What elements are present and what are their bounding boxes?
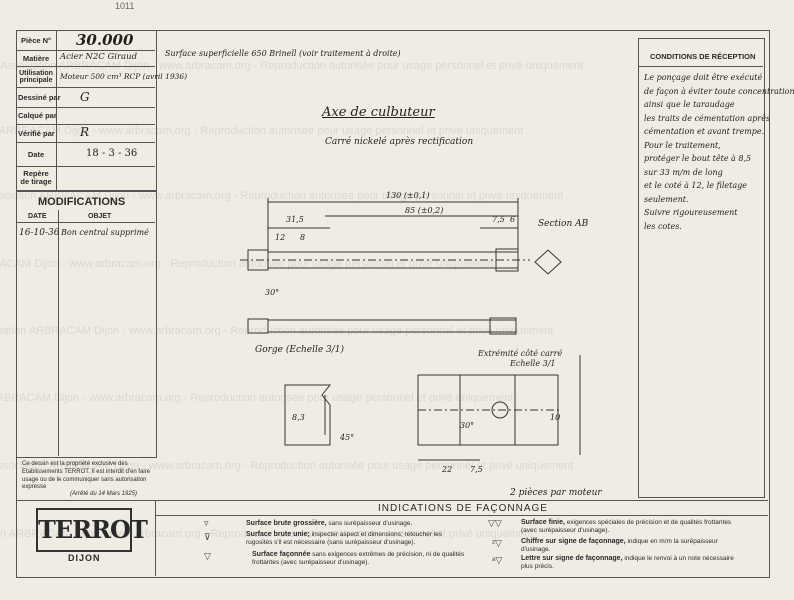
label-matiere: Matière <box>22 54 50 63</box>
reference-letter-icon: ᵃ▽ <box>492 555 503 565</box>
dim-45deg: 45° <box>339 433 354 442</box>
indication-1: Surface brute grossière, sans surépaisse… <box>246 520 413 527</box>
pieces-note: 2 pièces par moteur <box>509 487 602 498</box>
modification-date: 16-10-36 <box>19 228 60 238</box>
label-dessine: Dessiné par <box>18 93 61 102</box>
dim-7-5b: 7,5 <box>470 465 483 474</box>
modifications-block <box>16 190 157 458</box>
indication-5: Chiffre sur signe de façonnage, indique … <box>521 538 718 554</box>
dim-30deg-b: 30° <box>460 421 474 430</box>
drawing-title: Axe de culbuteur <box>322 105 435 120</box>
dim-12: 12 <box>275 233 285 242</box>
modifications-col-object: OBJET <box>88 213 112 220</box>
treatment-note: Surface superficielle 650 Brinell (voir … <box>165 49 401 58</box>
label-repere: Repère de tirage <box>20 169 52 186</box>
condition-line: protéger le bout tête à 8,5 <box>644 154 752 163</box>
drawing-subtitle: Carré nickelé après rectification <box>325 137 474 147</box>
plain-surface-icon: ⊽ <box>204 532 211 542</box>
condition-line: Pour le traitement, <box>644 140 721 150</box>
dim-31-5: 31,5 <box>286 215 304 224</box>
gorge-detail <box>284 384 332 446</box>
value-date: 18 - 3 - 36 <box>86 148 138 159</box>
indications-title: INDICATIONS DE FAÇONNAGE <box>378 503 548 514</box>
indication-2: Surface brute unie; inspecter aspect et … <box>246 531 443 547</box>
label-calque: Calqué par <box>18 111 57 120</box>
dim-8-3: 8,3 <box>292 413 305 422</box>
condition-line: sur 33 m/m de long <box>644 167 723 177</box>
gorge-label: Gorge (Echelle 3/1) <box>255 344 345 355</box>
condition-line: et le coté à 12, le filetage <box>644 181 747 190</box>
label-verifie: Vérifié par <box>18 129 55 138</box>
dim-22: 22 <box>441 465 452 474</box>
extremite-label: Extrémité côté carré <box>477 349 562 358</box>
dim-6: 6 <box>510 215 515 224</box>
condition-line: Le ponçage doit être exécuté <box>644 73 763 82</box>
value-piece: 30.000 <box>76 31 134 49</box>
condition-line: Suivre rigoureusement <box>644 208 738 217</box>
conditions-title: CONDITIONS DE RÉCEPTION <box>650 52 756 61</box>
condition-line: ainsi que le taraudage <box>644 100 735 109</box>
value-dessine: G <box>80 90 90 104</box>
dim-overall: 130 (±0,1) <box>386 191 429 200</box>
copyright-note: Ce dessin est la propriété exclusive des… <box>22 461 151 491</box>
machined-surface-icon: ▽ <box>204 551 211 561</box>
dim-7-5: 7,5 <box>492 215 505 224</box>
section-ab-label: Section AB <box>538 219 589 229</box>
label-piece: Pièce N° <box>20 36 52 45</box>
conditions-block <box>638 38 765 498</box>
top-mark: 1011 <box>115 1 135 11</box>
dim-85: 85 (±0,2) <box>405 206 443 215</box>
label-date: Date <box>27 150 45 159</box>
copyright-date: (Arrêté du 14 Mars 1925) <box>70 491 138 497</box>
finished-surface-icon: ▽▽ <box>488 518 502 528</box>
technical-drawing: 130 (±0,1) 85 (±0,2) 31,5 7,5 6 12 8 30°… <box>240 191 602 498</box>
indication-3: Surface façonnée sans exigences extrêmes… <box>252 551 465 567</box>
modifications-col-date: DATE <box>28 213 47 220</box>
section-ab-square <box>534 249 562 275</box>
modifications-title: MODIFICATIONS <box>38 196 126 208</box>
condition-line: seulement. <box>644 194 689 204</box>
logo-city: DIJON <box>68 553 101 563</box>
label-utilisation: Utilisation principale <box>19 70 53 84</box>
condition-line: les traits de cémentation après <box>644 113 771 123</box>
modification-object: Bon central supprimé <box>61 228 149 237</box>
condition-line: les cotes. <box>644 221 682 231</box>
indication-6: Lettre sur signe de façonnage, indique l… <box>521 555 734 571</box>
condition-line: cémentation et avant trempe. <box>644 127 765 136</box>
terrot-logo: TERROT <box>36 508 148 552</box>
title-block <box>16 30 157 192</box>
dim-30deg: 30° <box>265 288 279 297</box>
dim-10: 10 <box>550 413 560 422</box>
condition-line: de façon à éviter toute concentration <box>644 86 794 96</box>
value-verifie: R <box>80 125 90 139</box>
value-matiere: Acier N2C Giraud <box>60 52 138 62</box>
allowance-number-icon: ²▽ <box>492 538 502 548</box>
indication-4: Surface finie, exigences spéciales de pr… <box>521 519 732 535</box>
title-block-divider <box>56 30 57 190</box>
extremite-scale: Echelle 3/1 <box>509 359 555 368</box>
dim-8: 8 <box>300 233 305 242</box>
axle-plain-view <box>267 319 517 333</box>
value-utilisation: Moteur 500 cm³ RCP (avril 1936) <box>60 72 188 81</box>
rough-surface-icon: ▿ <box>204 518 209 528</box>
